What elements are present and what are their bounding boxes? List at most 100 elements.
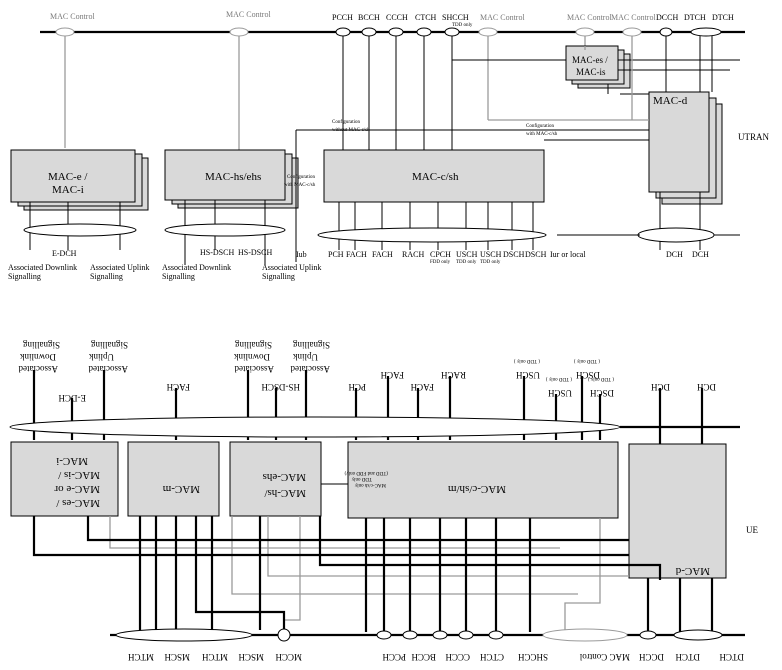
label-mac-control: MAC Control	[50, 12, 95, 21]
utran-section: MAC Control MAC Control PCCH BCCH CCCH C…	[8, 10, 769, 281]
utran-mac-d-connectors	[295, 46, 740, 175]
ue-side-label: UE	[746, 525, 758, 535]
mac-es-label: MAC-es /	[55, 497, 100, 509]
label-assoc-dl-2: Signalling	[162, 272, 195, 281]
label-dch: DCH	[696, 382, 716, 392]
label-dcch: DCCH	[638, 652, 664, 662]
label-iub: Iub	[296, 250, 307, 259]
ue-mac-m-box: MAC-m	[127, 441, 220, 517]
utran-mac-d-box: MAC-d	[648, 91, 723, 205]
utran-mac-csh-box: MAC-c/sh	[323, 149, 545, 203]
utran-bottom-ovals	[23, 223, 740, 243]
mac-csh-label: MAC-c/sh/m	[448, 483, 507, 495]
mac-i-label: MAC-i	[52, 184, 84, 196]
label-usch: USCH	[547, 388, 572, 398]
label-ccch: CCCH	[386, 13, 408, 22]
label-dsch: DSCH	[589, 388, 614, 398]
mac-i-label: MAC-i	[56, 455, 88, 467]
config-without-label: Configuration	[332, 120, 361, 125]
label-dch: DCH	[650, 382, 670, 392]
label-assoc-dl: Associated Downlink	[162, 263, 231, 272]
label-shcch: SHCCH	[517, 652, 548, 662]
mac-ehs-label: MAC-ehs	[263, 471, 306, 483]
label-dtch: DTCH	[719, 652, 744, 662]
label-usch: USCH	[456, 250, 478, 259]
ue-section: Signalling Downlink Associated Signallin…	[9, 340, 758, 662]
label-associated: Associated	[88, 364, 128, 374]
utran-mac-e-box: MAC-e / MAC-i	[10, 149, 149, 211]
config-with-label: Configuration	[526, 124, 555, 129]
label-tdd-only: ( TDD only )	[514, 358, 540, 363]
label-iur-or-local: Iur or local	[550, 250, 586, 259]
label-hs-dsch: HS-DSCH	[238, 248, 272, 257]
label-cpch: CPCH	[430, 250, 451, 259]
label-msch: MSCH	[238, 652, 264, 662]
label-associated: Associated	[18, 364, 58, 374]
label-associated: Associated	[290, 364, 330, 374]
label-signalling: Signalling	[22, 340, 60, 350]
ue-mac-hs-box: MAC-ehs MAC-hs/	[229, 441, 322, 517]
ue-bottom-ovals	[115, 628, 723, 642]
utran-bottom-labels: E-DCH Associated Downlink Signalling Ass…	[8, 248, 709, 281]
label-assoc-ul: Associated Uplink	[90, 263, 149, 272]
ue-grey-routing	[109, 516, 629, 635]
label-uplink: Uplink	[292, 352, 318, 362]
label-fach: FACH	[380, 370, 404, 380]
label-tdd-only: ( TDD only )	[574, 358, 600, 363]
label-dtch: DTCH	[712, 13, 734, 22]
label-assoc-ul-2: Signalling	[90, 272, 123, 281]
label-tdd-only: TDD only	[452, 23, 473, 28]
label-fach: FACH	[410, 382, 434, 392]
label-fach: FACH	[372, 250, 393, 259]
label-pcch: PCCH	[382, 652, 406, 662]
label-bcch: BCCH	[358, 13, 380, 22]
mac-d-label: MAC-d	[653, 95, 688, 107]
label-mac-control: MAC Control	[579, 652, 630, 662]
label-hs-dsch: HS-DSCH	[261, 382, 300, 392]
label-mac-control: MAC Control	[611, 13, 656, 22]
label-rach: RACH	[440, 370, 466, 380]
mac-hs-label: MAC-hs/ehs	[205, 171, 261, 183]
hs-note: (TDD and FDD only)	[344, 470, 388, 475]
label-mtch: MTCH	[127, 652, 154, 662]
label-associated: Associated	[234, 364, 274, 374]
label-assoc-dl: Associated Downlink	[8, 263, 77, 272]
ue-mac-d-box: MAC-d	[628, 443, 727, 579]
label-pcch: PCCH	[332, 13, 353, 22]
label-dch: DCH	[692, 250, 709, 259]
ue-transport-oval	[9, 416, 621, 438]
utran-side-label: UTRAN	[738, 132, 769, 142]
utran-csh-feeds	[342, 36, 713, 150]
mac-m-label: MAC-m	[162, 483, 200, 495]
mac-e-label: MAC-e /	[48, 171, 88, 183]
label-signalling: Signalling	[90, 340, 128, 350]
mac-is-label: MAC-is /	[57, 469, 100, 481]
mac-csh-label: MAC-c/sh	[412, 171, 459, 183]
label-hs-dsch: HS-DSCH	[200, 248, 234, 257]
label-fach: FACH	[166, 382, 190, 392]
utran-top-labels: MAC Control MAC Control PCCH BCCH CCCH C…	[50, 10, 734, 28]
utran-mac-es-box: MAC-es / MAC-is	[565, 45, 631, 89]
label-mac-control: MAC Control	[480, 13, 525, 22]
label-usch: USCH	[515, 370, 540, 380]
label-mcch: MCCH	[275, 652, 302, 662]
label-shcch: SHCCH	[442, 13, 469, 22]
label-fdd-only: FDD only	[430, 260, 451, 265]
label-dtch: DTCH	[684, 13, 706, 22]
mac-es-label: MAC-es /	[572, 55, 608, 65]
hs-note-3: MAC-c/sh only	[354, 482, 386, 487]
label-downlink: Downlink	[20, 352, 57, 362]
hs-note-2: TDD only	[351, 476, 372, 481]
label-ctch: CTCH	[479, 652, 504, 662]
label-dtch: DTCH	[675, 652, 700, 662]
ue-black-routing	[32, 516, 714, 632]
ue-top-labels: Signalling Downlink Associated Signallin…	[18, 340, 716, 403]
label-tdd-only: TDD only	[456, 260, 477, 265]
label-fach: FACH	[346, 250, 367, 259]
mac-is-label: MAC-is	[576, 67, 606, 77]
mac-hs-label: MAC-hs/	[263, 487, 306, 499]
label-dsch: DSCH	[525, 250, 547, 259]
label-mac-control: MAC Control	[567, 13, 612, 22]
mac-e-or-label: MAC-e or	[54, 483, 100, 495]
